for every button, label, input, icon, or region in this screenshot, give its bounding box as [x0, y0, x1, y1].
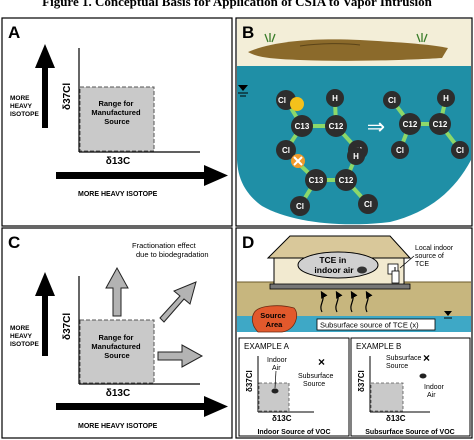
- svg-text:H: H: [332, 94, 338, 103]
- panel-a-y-side-label: MORE HEAVY ISOTOPE: [10, 95, 39, 118]
- panel-b-letter: B: [242, 23, 254, 42]
- svg-text:Cl: Cl: [396, 146, 404, 155]
- panel-d-source-area: Source Area: [251, 305, 298, 333]
- example-a-subsurface-label: Subsurface Source: [298, 373, 335, 388]
- example-b-subsurface-label: Subsurface Source: [386, 355, 423, 370]
- panel-a-box-label: Range for Manufactured Source: [91, 99, 142, 126]
- panel-c-y-side-label: MORE HEAVY ISOTOPE: [10, 325, 39, 348]
- example-a-subsurface-marker: ×: [318, 355, 325, 369]
- panel-b-molecule-lower: C13 C12 H Cl Cl: [290, 147, 378, 216]
- svg-text:C12: C12: [329, 122, 344, 131]
- panel-d-indoor-label: TCE in indoor air: [314, 255, 354, 275]
- example-b-x-axis: δ13C: [386, 414, 406, 423]
- panel-d-local-label: Local indoor source of TCE: [415, 245, 455, 268]
- panel-d-vapor-arrows: [320, 290, 373, 313]
- panel-d-subsurface-label: Subsurface source of TCE (x): [320, 321, 419, 330]
- arrow-up-icon: [105, 266, 129, 317]
- svg-text:Cl: Cl: [456, 146, 464, 155]
- example-a-title: EXAMPLE A: [244, 342, 290, 351]
- panel-b-grass: [264, 33, 428, 43]
- example-b-title: EXAMPLE B: [356, 342, 401, 351]
- panel-b-reaction-arrow: ⇒: [367, 114, 385, 139]
- svg-text:C12: C12: [433, 120, 448, 129]
- panel-b-molecule-product: Cl C12 C12 H Cl Cl: [383, 89, 469, 159]
- svg-text:H: H: [353, 152, 359, 161]
- panel-c-x-arrow: [56, 396, 228, 417]
- panel-c-box-label: Range for Manufactured Source: [91, 333, 142, 360]
- panel-d: TCE in indoor air Local indoor source of…: [235, 227, 473, 439]
- example-a-caption: Indoor Source of VOC: [257, 429, 330, 436]
- panel-c: C Fractionation effect due to biodegrada…: [1, 227, 233, 439]
- svg-text:C12: C12: [403, 120, 418, 129]
- example-a-y-axis: δ37Cl: [245, 370, 254, 392]
- example-b: EXAMPLE B × Subsurface Source Indoor Air…: [350, 337, 471, 437]
- reacting-atom-icon: [290, 97, 304, 111]
- panel-a-x-side-label: MORE HEAVY ISOTOPE: [78, 191, 158, 198]
- svg-text:Cl: Cl: [296, 202, 304, 211]
- arrow-right-icon: [157, 344, 204, 368]
- panel-c-x-side-label: MORE HEAVY ISOTOPE: [78, 423, 158, 430]
- panel-c-note: Fractionation effect due to biodegradati…: [132, 241, 209, 259]
- panel-a-y-axis-label: δ37Cl: [62, 83, 73, 110]
- panel-b-soil-mound: [248, 39, 448, 61]
- panel-d-letter: D: [242, 233, 254, 252]
- svg-text:C12: C12: [339, 176, 354, 185]
- svg-text:C13: C13: [309, 176, 324, 185]
- example-a-x-axis: δ13C: [272, 414, 292, 423]
- panel-d-local-source: Local indoor source of TCE: [391, 245, 455, 284]
- panel-c-y-axis-label: δ37Cl: [62, 313, 73, 340]
- example-b-y-axis: δ37Cl: [357, 370, 366, 392]
- panel-a-source-box: [79, 86, 155, 152]
- svg-text:Cl: Cl: [278, 96, 286, 105]
- example-a: EXAMPLE A × Subsurface Source Indoor Air…: [238, 337, 350, 437]
- panel-b: Cl C13 C12 H Cl Cl ⇒: [235, 17, 473, 227]
- example-b-subsurface-marker: ×: [423, 351, 430, 365]
- panel-c-fractionation-arrows: [105, 266, 204, 368]
- water-table-icon: [238, 85, 248, 97]
- svg-text:Cl: Cl: [388, 96, 396, 105]
- example-b-indoor-point: [419, 373, 427, 379]
- arrow-diagonal-icon: [159, 281, 197, 323]
- panel-a-y-arrow: [35, 44, 55, 128]
- panel-d-indoor-air-cloud: TCE in indoor air: [297, 251, 379, 279]
- panel-c-y-arrow: [35, 272, 55, 356]
- example-b-indoor-label: Indoor Air: [424, 384, 446, 399]
- svg-text:H: H: [443, 94, 449, 103]
- panel-d-water-table-icon: [444, 311, 452, 319]
- example-b-caption: Subsurface Source of VOC: [365, 429, 454, 436]
- panel-a-x-axis-label: δ13C: [106, 156, 130, 167]
- panel-a-letter: A: [8, 23, 20, 42]
- panel-a: A MORE HEAVY ISOTOPE δ37Cl Range for Man…: [1, 17, 233, 227]
- figure-title: Figure 1. Conceptual Basis for Applicati…: [42, 0, 432, 9]
- svg-text:Source Area: Source Area: [260, 311, 288, 329]
- example-a-indoor-label: Indoor Air: [267, 357, 289, 372]
- svg-text:Cl: Cl: [282, 146, 290, 155]
- svg-text:Cl: Cl: [364, 200, 372, 209]
- panel-a-x-arrow: [56, 165, 228, 186]
- panel-c-source-box: [79, 319, 155, 384]
- panel-c-letter: C: [8, 233, 20, 252]
- example-a-indoor-point: [271, 388, 279, 394]
- svg-text:C13: C13: [295, 122, 310, 131]
- panel-c-x-axis-label: δ13C: [106, 388, 130, 399]
